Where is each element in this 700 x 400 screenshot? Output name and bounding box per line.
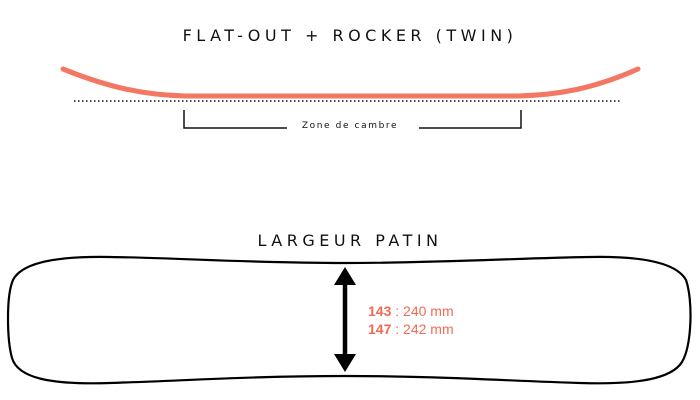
board-outline: [6, 255, 692, 385]
width-value: 240 mm: [403, 303, 454, 319]
board-size: 147: [368, 321, 392, 337]
measurement-separator: :: [391, 321, 404, 337]
profile-title: FLAT-OUT + ROCKER (TWIN): [182, 26, 518, 45]
board-profile-curve: [60, 66, 641, 99]
width-arrow-head-down: [334, 354, 356, 372]
zone-bracket-left: [183, 110, 287, 129]
zone-bracket-right: [419, 110, 522, 129]
width-value: 242 mm: [403, 321, 454, 337]
width-arrow-head-up: [334, 267, 356, 285]
width-measurement-147: 147 : 242 mm: [368, 321, 454, 337]
width-measurement-143: 143 : 240 mm: [368, 303, 454, 319]
board-size: 143: [368, 303, 392, 319]
measurement-separator: :: [391, 303, 404, 319]
width-title: LARGEUR PATIN: [257, 231, 443, 250]
zone-cambre-label: Zone de cambre: [301, 121, 399, 131]
